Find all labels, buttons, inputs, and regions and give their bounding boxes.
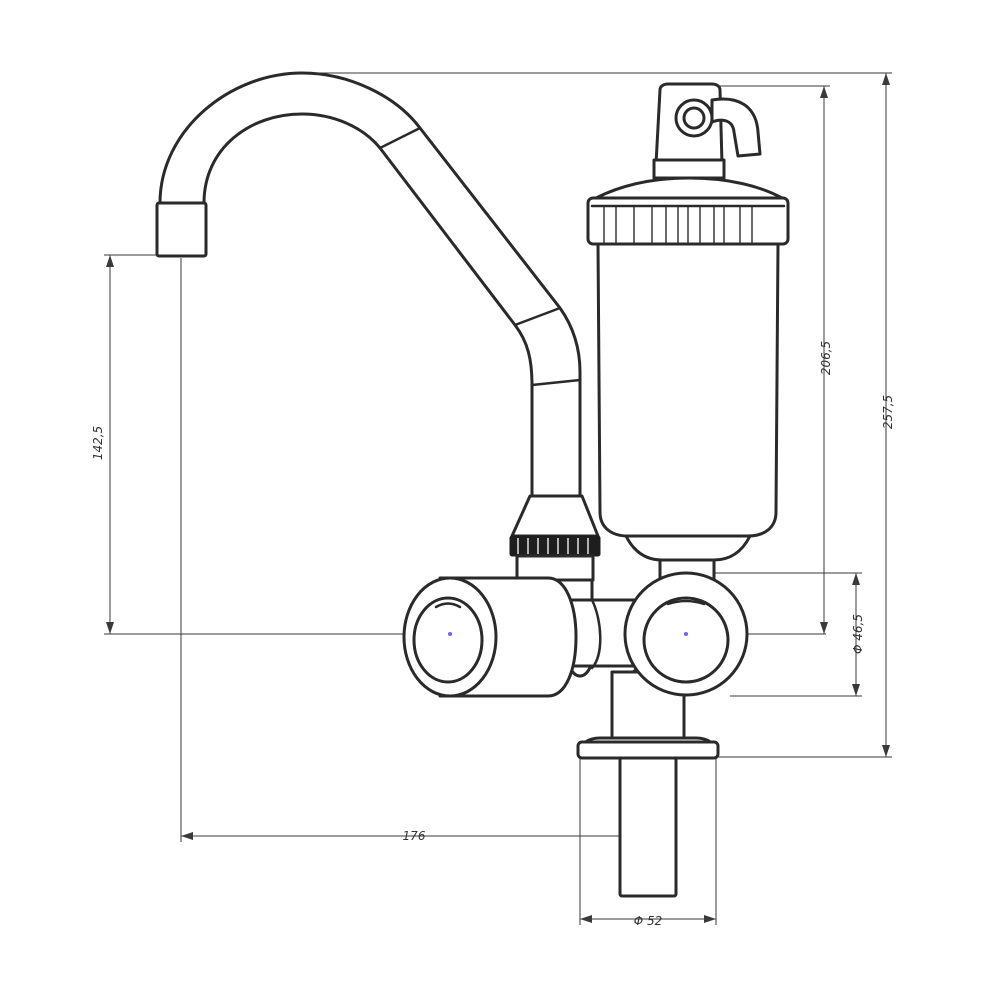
aerator — [155, 201, 208, 258]
right-valve-knob — [623, 571, 749, 697]
spout — [155, 71, 582, 498]
dimension-total-height: 257,5 — [881, 395, 895, 429]
dimension-filter-height: 206,5 — [819, 341, 833, 375]
mounting-shank — [618, 756, 678, 898]
swivel-collar — [509, 494, 601, 582]
dimension-spout-height: 142,5 — [91, 426, 105, 460]
dimension-base-diameter: Φ 52 — [634, 914, 663, 928]
mounting-base — [576, 736, 720, 898]
right-knob-center-mark — [684, 632, 688, 636]
dimension-knob-diameter: Φ 46,5 — [851, 614, 865, 654]
left-knob-center-mark — [448, 632, 452, 636]
left-valve-knob — [402, 576, 578, 698]
filter-cartridge — [586, 82, 790, 594]
dimension-spout-reach: 176 — [403, 829, 426, 843]
